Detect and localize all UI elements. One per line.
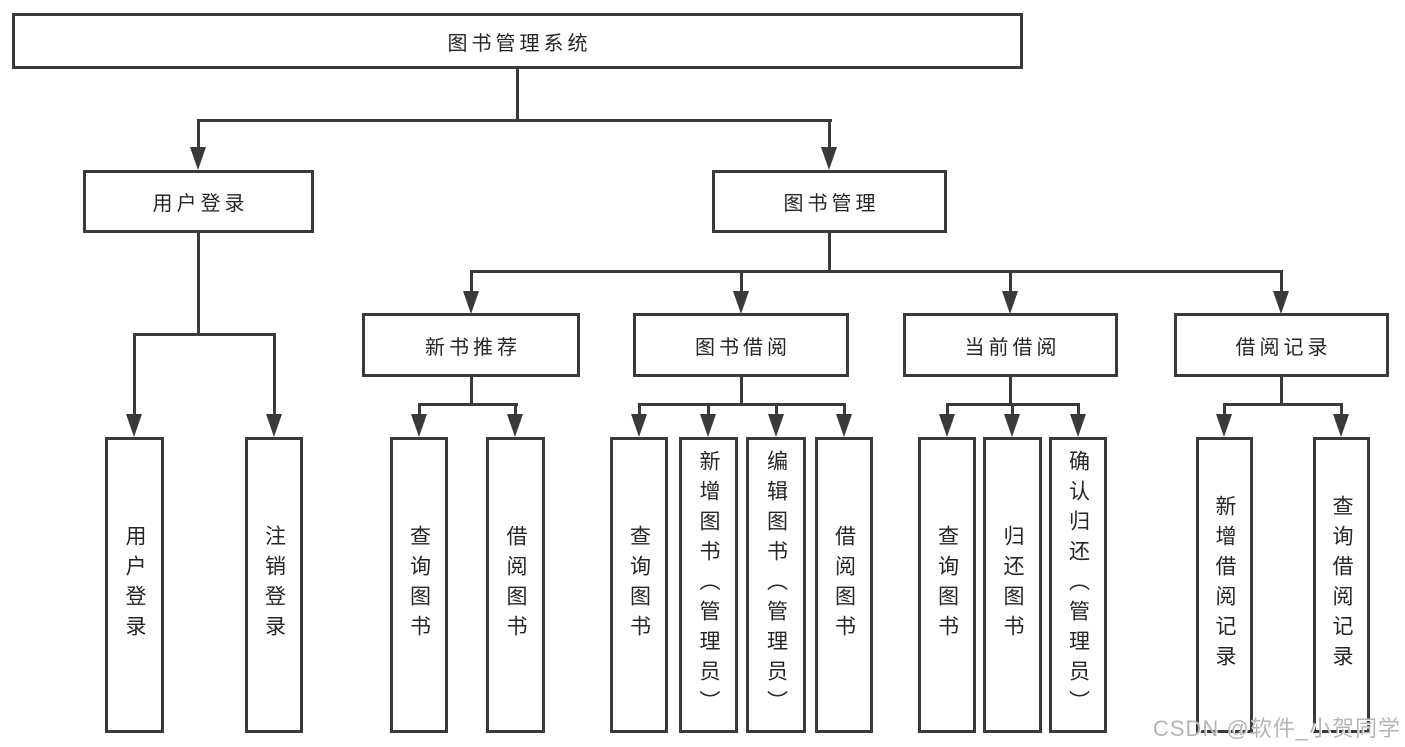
node-edit-books-admin: 编辑图书（管理员）: [746, 437, 806, 733]
node-label: 用户登录: [152, 193, 249, 215]
connector-line: [828, 233, 831, 273]
node-confirm-return-admin: 确认归还（管理员）: [1049, 437, 1107, 733]
node-label: 编辑图书（管理员）: [764, 450, 788, 720]
connector-line: [828, 119, 831, 151]
node-book-management-system: 图书管理系统: [12, 13, 1023, 69]
connector-line: [133, 333, 276, 336]
connector-line: [843, 403, 846, 416]
arrow-down-icon: [266, 414, 282, 437]
arrow-down-icon: [411, 414, 427, 437]
node-label: 新书推荐: [425, 336, 521, 359]
node-user-login: 用户登录: [83, 170, 314, 233]
node-query-books-current: 查询图书: [918, 437, 976, 733]
arrow-down-icon: [700, 414, 716, 437]
arrow-down-icon: [1002, 291, 1018, 314]
node-label: 确认归还（管理员）: [1066, 450, 1090, 720]
arrow-down-icon: [190, 147, 206, 170]
node-label: 图书管理系统: [447, 32, 592, 55]
connector-line: [707, 403, 710, 416]
watermark: CSDN @软件_小贺同学: [1152, 716, 1401, 741]
arrow-down-icon: [836, 414, 852, 437]
arrow-down-icon: [1333, 414, 1349, 437]
node-borrowing-records: 借阅记录: [1174, 313, 1389, 377]
connector-line: [470, 377, 473, 406]
connector-line: [1011, 403, 1014, 416]
arrow-down-icon: [507, 414, 523, 437]
node-query-books-borrowing: 查询图书: [610, 437, 668, 733]
node-borrow-books-borrowing: 借阅图书: [815, 437, 873, 733]
arrow-down-icon: [939, 414, 955, 437]
arrow-down-icon: [1070, 414, 1086, 437]
arrow-down-icon: [463, 291, 479, 314]
connector-line: [775, 403, 778, 416]
node-logout: 注销登录: [245, 437, 303, 733]
node-label: 查询图书: [627, 525, 651, 645]
node-label: 查询借阅记录: [1330, 495, 1353, 675]
connector-line: [418, 403, 518, 406]
node-label: 注销登录: [262, 525, 286, 645]
node-user-login-leaf: 用户登录: [105, 437, 164, 733]
connector-line: [1340, 403, 1343, 416]
node-label: 借阅图书: [504, 525, 527, 645]
node-borrow-books-recommend: 借阅图书: [486, 437, 545, 733]
connector-line: [1077, 403, 1080, 416]
arrow-down-icon: [126, 414, 142, 437]
node-query-borrow-record: 查询借阅记录: [1313, 437, 1370, 733]
node-book-management: 图书管理: [712, 170, 947, 233]
connector-line: [740, 270, 743, 294]
arrow-down-icon: [768, 414, 784, 437]
node-label: 借阅记录: [1235, 336, 1332, 359]
node-label: 当前借阅: [964, 336, 1061, 359]
connector-line: [1280, 270, 1283, 294]
connector-line: [197, 119, 200, 151]
connector-line: [418, 403, 421, 416]
node-label: 新增图书（管理员）: [697, 450, 720, 720]
arrow-down-icon: [821, 147, 837, 170]
connector-line: [470, 270, 473, 294]
connector-line: [740, 377, 743, 406]
connector-line: [1223, 403, 1343, 406]
node-new-book-recommend: 新书推荐: [362, 313, 580, 377]
node-label: 用户登录: [123, 525, 146, 645]
connector-line: [638, 403, 641, 416]
connector-line: [1223, 403, 1226, 416]
arrow-down-icon: [1004, 414, 1020, 437]
node-current-borrowing: 当前借阅: [903, 313, 1118, 377]
connector-line: [638, 403, 846, 406]
connector-line: [1280, 377, 1283, 406]
connector-line: [946, 403, 949, 416]
arrow-down-icon: [631, 414, 647, 437]
node-label: 图书管理: [783, 193, 880, 215]
connector-line: [197, 119, 832, 122]
arrow-down-icon: [733, 291, 749, 314]
connector-line: [470, 270, 1283, 273]
connector-line: [514, 403, 517, 416]
node-label: 查询图书: [407, 525, 431, 645]
node-label: 查询图书: [935, 525, 959, 645]
node-add-borrow-record: 新增借阅记录: [1196, 437, 1253, 733]
node-query-books-recommend: 查询图书: [390, 437, 448, 733]
connector-line: [1009, 377, 1012, 406]
arrow-down-icon: [1216, 414, 1232, 437]
connector-line: [516, 69, 519, 121]
connector-line: [273, 333, 276, 416]
node-book-borrowing: 图书借阅: [633, 313, 849, 377]
node-label: 借阅图书: [832, 525, 856, 645]
node-label: 归还图书: [1001, 525, 1024, 645]
connector-line: [1009, 270, 1012, 294]
connector-line: [197, 233, 200, 336]
node-label: 新增借阅记录: [1213, 495, 1236, 675]
connector-line: [133, 333, 136, 416]
arrow-down-icon: [1273, 291, 1289, 314]
node-add-books-admin: 新增图书（管理员）: [679, 437, 738, 733]
node-return-books: 归还图书: [983, 437, 1042, 733]
node-label: 图书借阅: [695, 336, 791, 359]
